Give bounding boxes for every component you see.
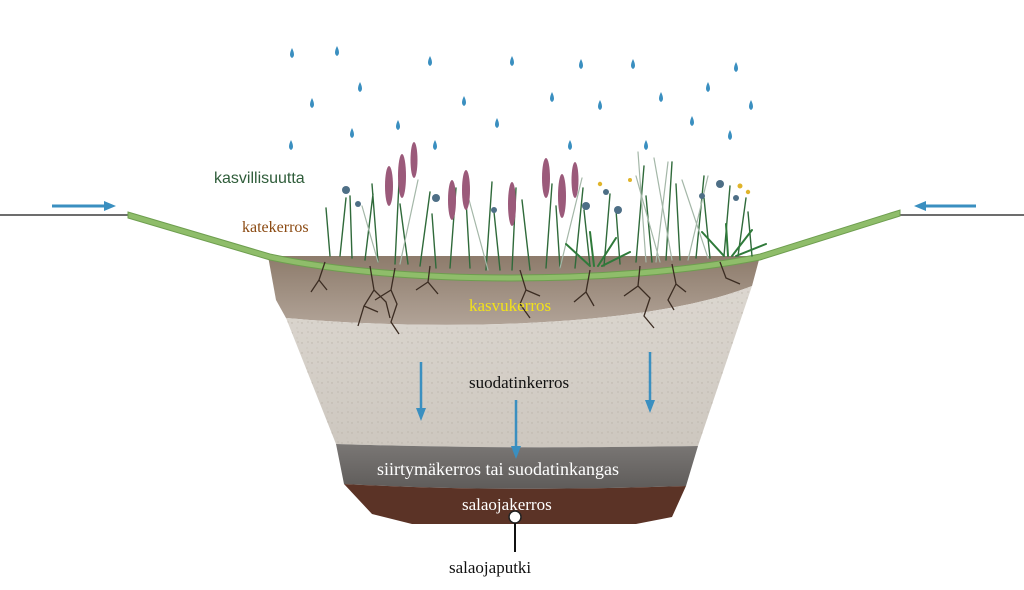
label-drain-pipe: salaojaputki (449, 558, 532, 577)
plant-roots (310, 261, 741, 335)
label-mulch-layer: katekerros (242, 219, 309, 236)
soil-layers (268, 256, 760, 524)
grass-surface (127, 209, 901, 282)
rain-drops (289, 46, 753, 150)
inflow-arrow-right (914, 201, 976, 211)
drainage-layer (344, 484, 686, 524)
vegetation (325, 142, 767, 271)
transition-layer (336, 444, 698, 489)
label-growing-layer: kasvukerros (469, 296, 552, 315)
drain-pipe-icon (508, 510, 522, 552)
infiltration-arrows (416, 352, 655, 459)
label-transition-layer: siirtymäkerros tai suodatinkangas (377, 459, 619, 479)
inflow-arrow-left (52, 201, 116, 211)
label-filter-layer: suodatinkerros (469, 373, 570, 392)
label-vegetation: kasvillisuutta (214, 170, 305, 187)
label-drainage-layer: salaojakerros (462, 495, 552, 514)
